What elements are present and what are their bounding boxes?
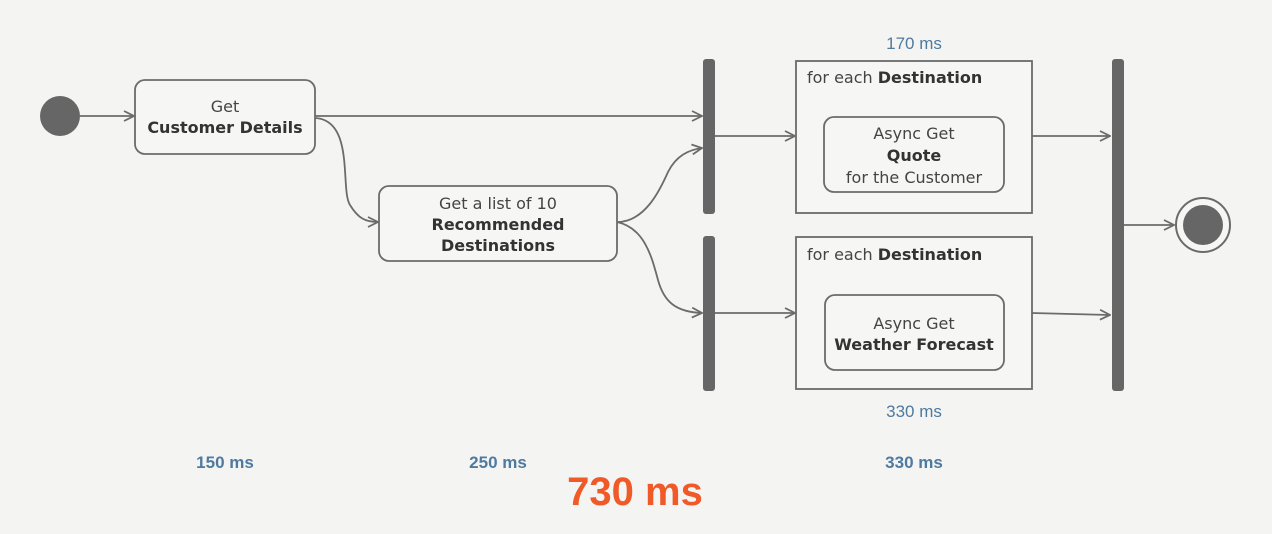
weather-loop-label: for each Destination bbox=[807, 245, 982, 264]
customer-details-node: Get Customer Details bbox=[134, 79, 316, 155]
edge-weather-loop-to-join bbox=[1031, 313, 1110, 315]
step1-timing: 150 ms bbox=[196, 453, 254, 472]
edge-destinations-to-fork2 bbox=[616, 221, 702, 313]
destinations-line2: Recommended bbox=[432, 215, 565, 234]
destinations-line3: Destinations bbox=[441, 236, 555, 255]
quote-branch-timing: 170 ms bbox=[886, 34, 942, 53]
customer-details-line1: Get bbox=[211, 97, 240, 116]
step2-timing: 250 ms bbox=[469, 453, 527, 472]
connectors bbox=[80, 116, 1174, 315]
destinations-line1: Get a list of 10 bbox=[439, 194, 557, 213]
quote-loop-frame: for each Destination Async Get Quote for… bbox=[795, 60, 1033, 214]
fork-bar-bottom bbox=[703, 236, 715, 391]
customer-details-line2: Customer Details bbox=[147, 118, 302, 137]
weather-loop-frame: for each Destination Async Get Weather F… bbox=[795, 236, 1033, 390]
end-node bbox=[1175, 197, 1231, 253]
quote-node bbox=[823, 116, 1005, 193]
quote-line1: Async Get bbox=[873, 124, 954, 143]
start-node bbox=[40, 96, 80, 136]
destinations-node: Get a list of 10 Recommended Destination… bbox=[378, 185, 618, 262]
weather-line2: Weather Forecast bbox=[834, 335, 994, 354]
quote-line3: for the Customer bbox=[846, 168, 983, 187]
total-timing: 730 ms bbox=[567, 470, 703, 514]
fork-bar-top bbox=[703, 59, 715, 214]
quote-line2: Quote bbox=[887, 146, 942, 165]
weather-line1: Async Get bbox=[873, 314, 954, 333]
quote-loop-label: for each Destination bbox=[807, 68, 982, 87]
weather-node bbox=[824, 294, 1005, 371]
weather-branch-timing: 330 ms bbox=[886, 402, 942, 421]
step3-timing: 330 ms bbox=[885, 453, 943, 472]
join-bar bbox=[1112, 59, 1124, 391]
edge-destinations-to-fork1 bbox=[616, 148, 702, 223]
edge-customer-to-destinations bbox=[314, 117, 378, 222]
